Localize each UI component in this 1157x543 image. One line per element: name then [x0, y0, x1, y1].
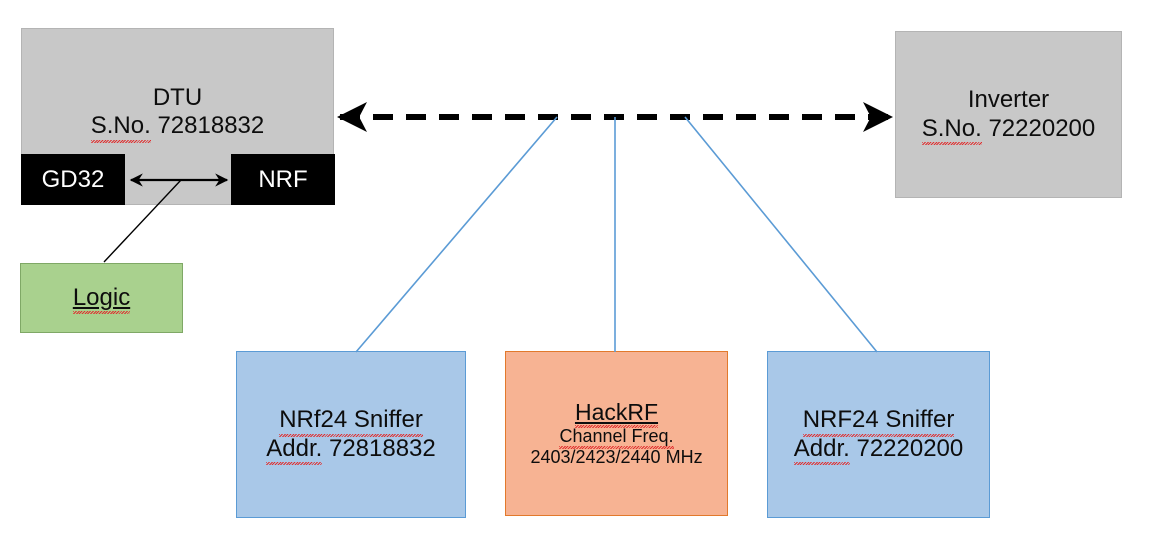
tap-left-sniffer	[355, 116, 558, 353]
logic-label-text: Logic	[72, 283, 131, 315]
dtu-name: DTU	[152, 84, 203, 111]
hackrf-name-text: HackRF	[574, 398, 659, 428]
sniffer-left-name-text: NRf24 Sniffer	[279, 406, 423, 437]
inverter-serial-label: S.No.	[921, 114, 982, 146]
sniffer-left-addr-value: 72818832	[328, 434, 436, 462]
sniffer-left-addr-label: Addr.	[266, 434, 323, 466]
dtu-serial-value: 72818832	[157, 112, 265, 140]
sniffer-right-name-text: NRF24 Sniffer	[802, 406, 955, 437]
inverter-serial-value: 72220200	[988, 114, 1096, 142]
hackrf-channel-label: Channel Freq.	[559, 425, 674, 450]
sniffer-left-block[interactable]: NRf24 Sniffer Addr. 72818832	[236, 351, 466, 518]
sniffer-right-addr-label: Addr.	[793, 434, 850, 466]
inverter-block[interactable]: Inverter S.No. 72220200	[895, 31, 1122, 198]
nrf-chip-block[interactable]: NRF	[231, 154, 335, 205]
sniffer-right-addr: Addr. 72220200	[793, 434, 964, 466]
dtu-serial: S.No. 72818832	[90, 112, 265, 143]
hackrf-channel-label-text: Channel Freq.	[559, 425, 674, 450]
hackrf-block[interactable]: HackRF Channel Freq. 2403/2423/2440 MHz	[505, 351, 728, 516]
logic-label: Logic	[72, 283, 131, 315]
sniffer-left-addr: Addr. 72818832	[266, 434, 436, 466]
hackrf-channel-value: 2403/2423/2440 MHz	[530, 447, 703, 468]
sniffer-right-block[interactable]: NRF24 Sniffer Addr. 72220200	[767, 351, 990, 518]
dtu-serial-label: S.No.	[90, 112, 151, 143]
tap-right-sniffer	[684, 116, 878, 353]
sniffer-left-name: NRf24 Sniffer	[279, 406, 423, 437]
hackrf-name: HackRF	[574, 398, 659, 428]
logic-analyzer-block[interactable]: Logic	[20, 263, 183, 333]
gd32-label: GD32	[41, 165, 105, 193]
sniffer-right-name: NRF24 Sniffer	[802, 406, 955, 437]
nrf-label: NRF	[258, 165, 308, 193]
sniffer-right-addr-value: 72220200	[856, 434, 964, 462]
gd32-chip-block[interactable]: GD32	[21, 154, 125, 205]
inverter-serial: S.No. 72220200	[921, 114, 1096, 146]
inverter-name: Inverter	[967, 86, 1050, 114]
dtu-label-group: DTU S.No. 72818832	[22, 84, 333, 143]
